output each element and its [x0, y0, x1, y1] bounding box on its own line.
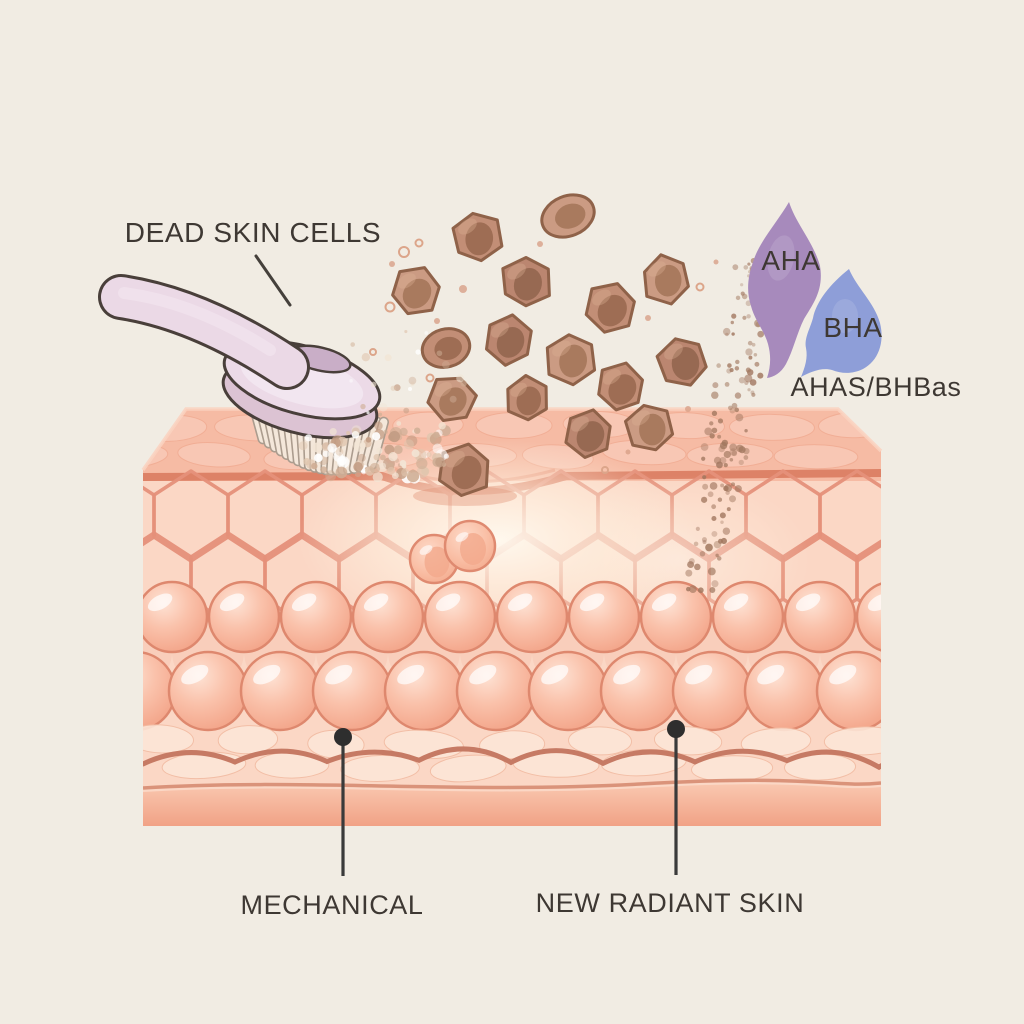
pointer-dead-skin-cells — [254, 254, 292, 307]
skin-cross-section — [141, 407, 883, 826]
dead-cell-in-surface-dip — [413, 442, 517, 506]
aha-drop-sheen — [767, 235, 795, 281]
chemical-exfoliant-stream — [685, 257, 769, 594]
label-ahas-bhbas: AHAS/BHBas — [790, 372, 961, 402]
pointer-dot — [667, 720, 685, 738]
aha-drop — [748, 202, 821, 378]
bha-drop-shape — [801, 269, 882, 377]
aha-drop-shape — [748, 202, 821, 378]
label-bha: BHA — [823, 312, 882, 343]
label-dead-skin-cells: DEAD SKIN CELLS — [125, 217, 381, 248]
label-mechanical: MECHANICAL — [240, 890, 423, 920]
bha-drop — [801, 269, 882, 377]
label-aha: AHA — [761, 245, 820, 276]
pointer-mechanical — [334, 728, 352, 876]
pointer-dot — [334, 728, 352, 746]
scrub-particles — [298, 329, 467, 484]
pointer-new-radiant-skin — [667, 720, 685, 875]
label-new-radiant-skin: NEW RADIANT SKIN — [536, 888, 805, 918]
bha-drop-sheen — [832, 299, 858, 333]
